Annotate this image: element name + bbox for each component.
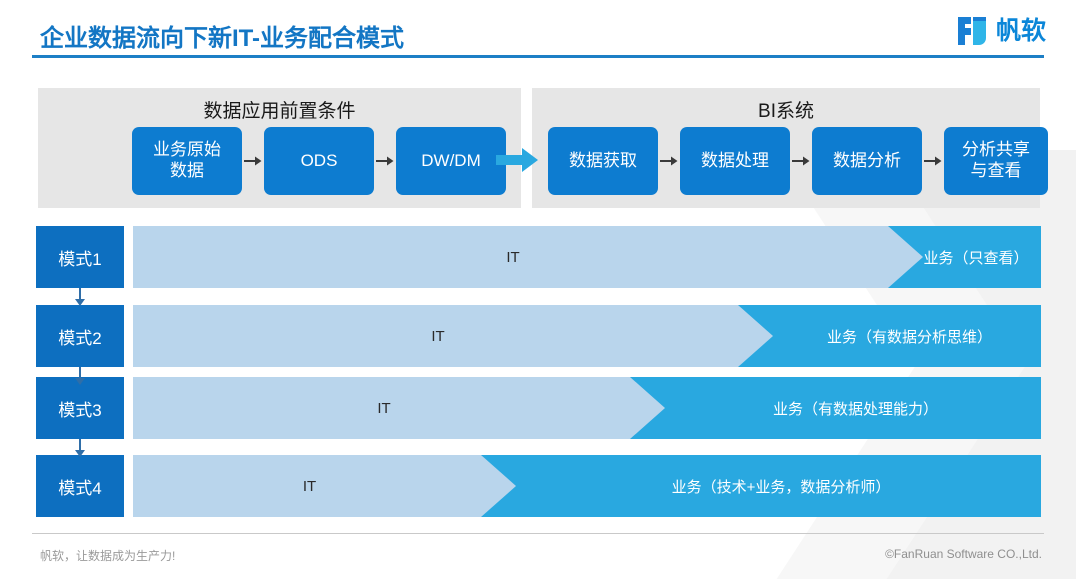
- mode-bar-business-label: 业务（有数据分析思维）: [826, 328, 992, 346]
- process-box-label: 数据分析: [833, 150, 901, 170]
- mode-row: 模式1 IT 业务（只查看）: [0, 226, 1076, 306]
- process-box-data-acquisition[interactable]: 数据获取: [548, 127, 658, 195]
- slide-footer: 帆软，让数据成为生产力! ©FanRuan Software CO.,Ltd.: [0, 533, 1076, 579]
- panel-bi-system: BI系统 数据获取 数据处理 数据分析: [532, 88, 1048, 208]
- panel-connector-arrow-icon: [496, 148, 538, 172]
- process-box-raw-business-data[interactable]: 业务原始 数据: [132, 127, 242, 195]
- mode-label-2[interactable]: 模式2: [36, 305, 124, 367]
- mode-bar-business-label: 业务（只查看）: [923, 249, 1029, 267]
- flow-arrow-icon: [376, 156, 394, 166]
- mode-bar-3: IT 业务（有数据处理能力）: [133, 377, 1041, 439]
- footer-copyright: ©FanRuan Software CO.,Ltd.: [885, 547, 1042, 561]
- footer-divider: [32, 533, 1044, 534]
- mode-bar-business-label: 业务（技术+业务，数据分析师）: [671, 478, 891, 496]
- process-box-analysis-share-view[interactable]: 分析共享 与查看: [944, 127, 1048, 195]
- mode-bar-it-label: IT: [431, 327, 445, 345]
- mode-row: 模式3 IT 业务（有数据处理能力）: [0, 377, 1076, 457]
- process-panels: 数据应用前置条件 业务原始 数据 ODS: [0, 88, 1076, 208]
- title-divider: [32, 55, 1044, 58]
- mode-bar-1: IT 业务（只查看）: [133, 226, 1041, 288]
- mode-flow-down-arrow-icon: [74, 367, 86, 385]
- mode-label-4[interactable]: 模式4: [36, 455, 124, 517]
- process-box-data-processing[interactable]: 数据处理: [680, 127, 790, 195]
- process-box-label: DW/DM: [421, 150, 481, 170]
- mode-bar-2: IT 业务（有数据分析思维）: [133, 305, 1041, 367]
- process-box-dw-dm[interactable]: DW/DM: [396, 127, 506, 195]
- mode-flow-down-arrow-icon: [74, 288, 86, 306]
- mode-rows: 模式1 IT 业务（只查看） 模式2: [0, 226, 1076, 517]
- brand-logo-text: 帆软: [995, 16, 1046, 45]
- process-box-label: 数据获取: [569, 150, 637, 170]
- mode-bar-4: IT 业务（技术+业务，数据分析师）: [133, 455, 1041, 517]
- brand-logo: 帆软: [955, 14, 1046, 48]
- process-box-data-analysis[interactable]: 数据分析: [812, 127, 922, 195]
- process-box-label: ODS: [300, 150, 338, 170]
- flow-arrow-icon: [924, 156, 942, 166]
- page-title: 企业数据流向下新IT-业务配合模式: [40, 25, 404, 52]
- mode-bar-it-label: IT: [377, 399, 391, 417]
- process-box-label: 数据处理: [701, 150, 769, 170]
- panel-pre-conditions: 数据应用前置条件 业务原始 数据 ODS: [38, 88, 521, 208]
- mode-label-1[interactable]: 模式1: [36, 226, 124, 288]
- panel-bi-system-title: BI系统: [758, 101, 814, 122]
- panel-pre-conditions-title: 数据应用前置条件: [203, 101, 356, 122]
- mode-bar-business-label: 业务（有数据处理能力）: [772, 400, 938, 418]
- slide-header: 企业数据流向下新IT-业务配合模式 帆软: [0, 0, 1076, 62]
- mode-label-3[interactable]: 模式3: [36, 377, 124, 439]
- mode-flow-down-arrow-icon: [74, 439, 86, 457]
- mode-row: 模式2 IT 业务（有数据分析思维）: [0, 305, 1076, 385]
- flow-arrow-icon: [660, 156, 678, 166]
- fanruan-logo-icon: [955, 14, 989, 48]
- footer-slogan: 帆软，让数据成为生产力!: [40, 549, 176, 563]
- flow-arrow-icon: [792, 156, 810, 166]
- mode-row: 模式4 IT 业务（技术+业务，数据分析师）: [0, 455, 1076, 517]
- process-box-ods[interactable]: ODS: [264, 127, 374, 195]
- flow-arrow-icon: [244, 156, 262, 166]
- mode-bar-it-label: IT: [302, 477, 317, 495]
- process-box-label: 分析共享 与查看: [962, 140, 1030, 180]
- process-box-label: 业务原始 数据: [153, 140, 221, 180]
- mode-bar-it-label: IT: [506, 248, 520, 266]
